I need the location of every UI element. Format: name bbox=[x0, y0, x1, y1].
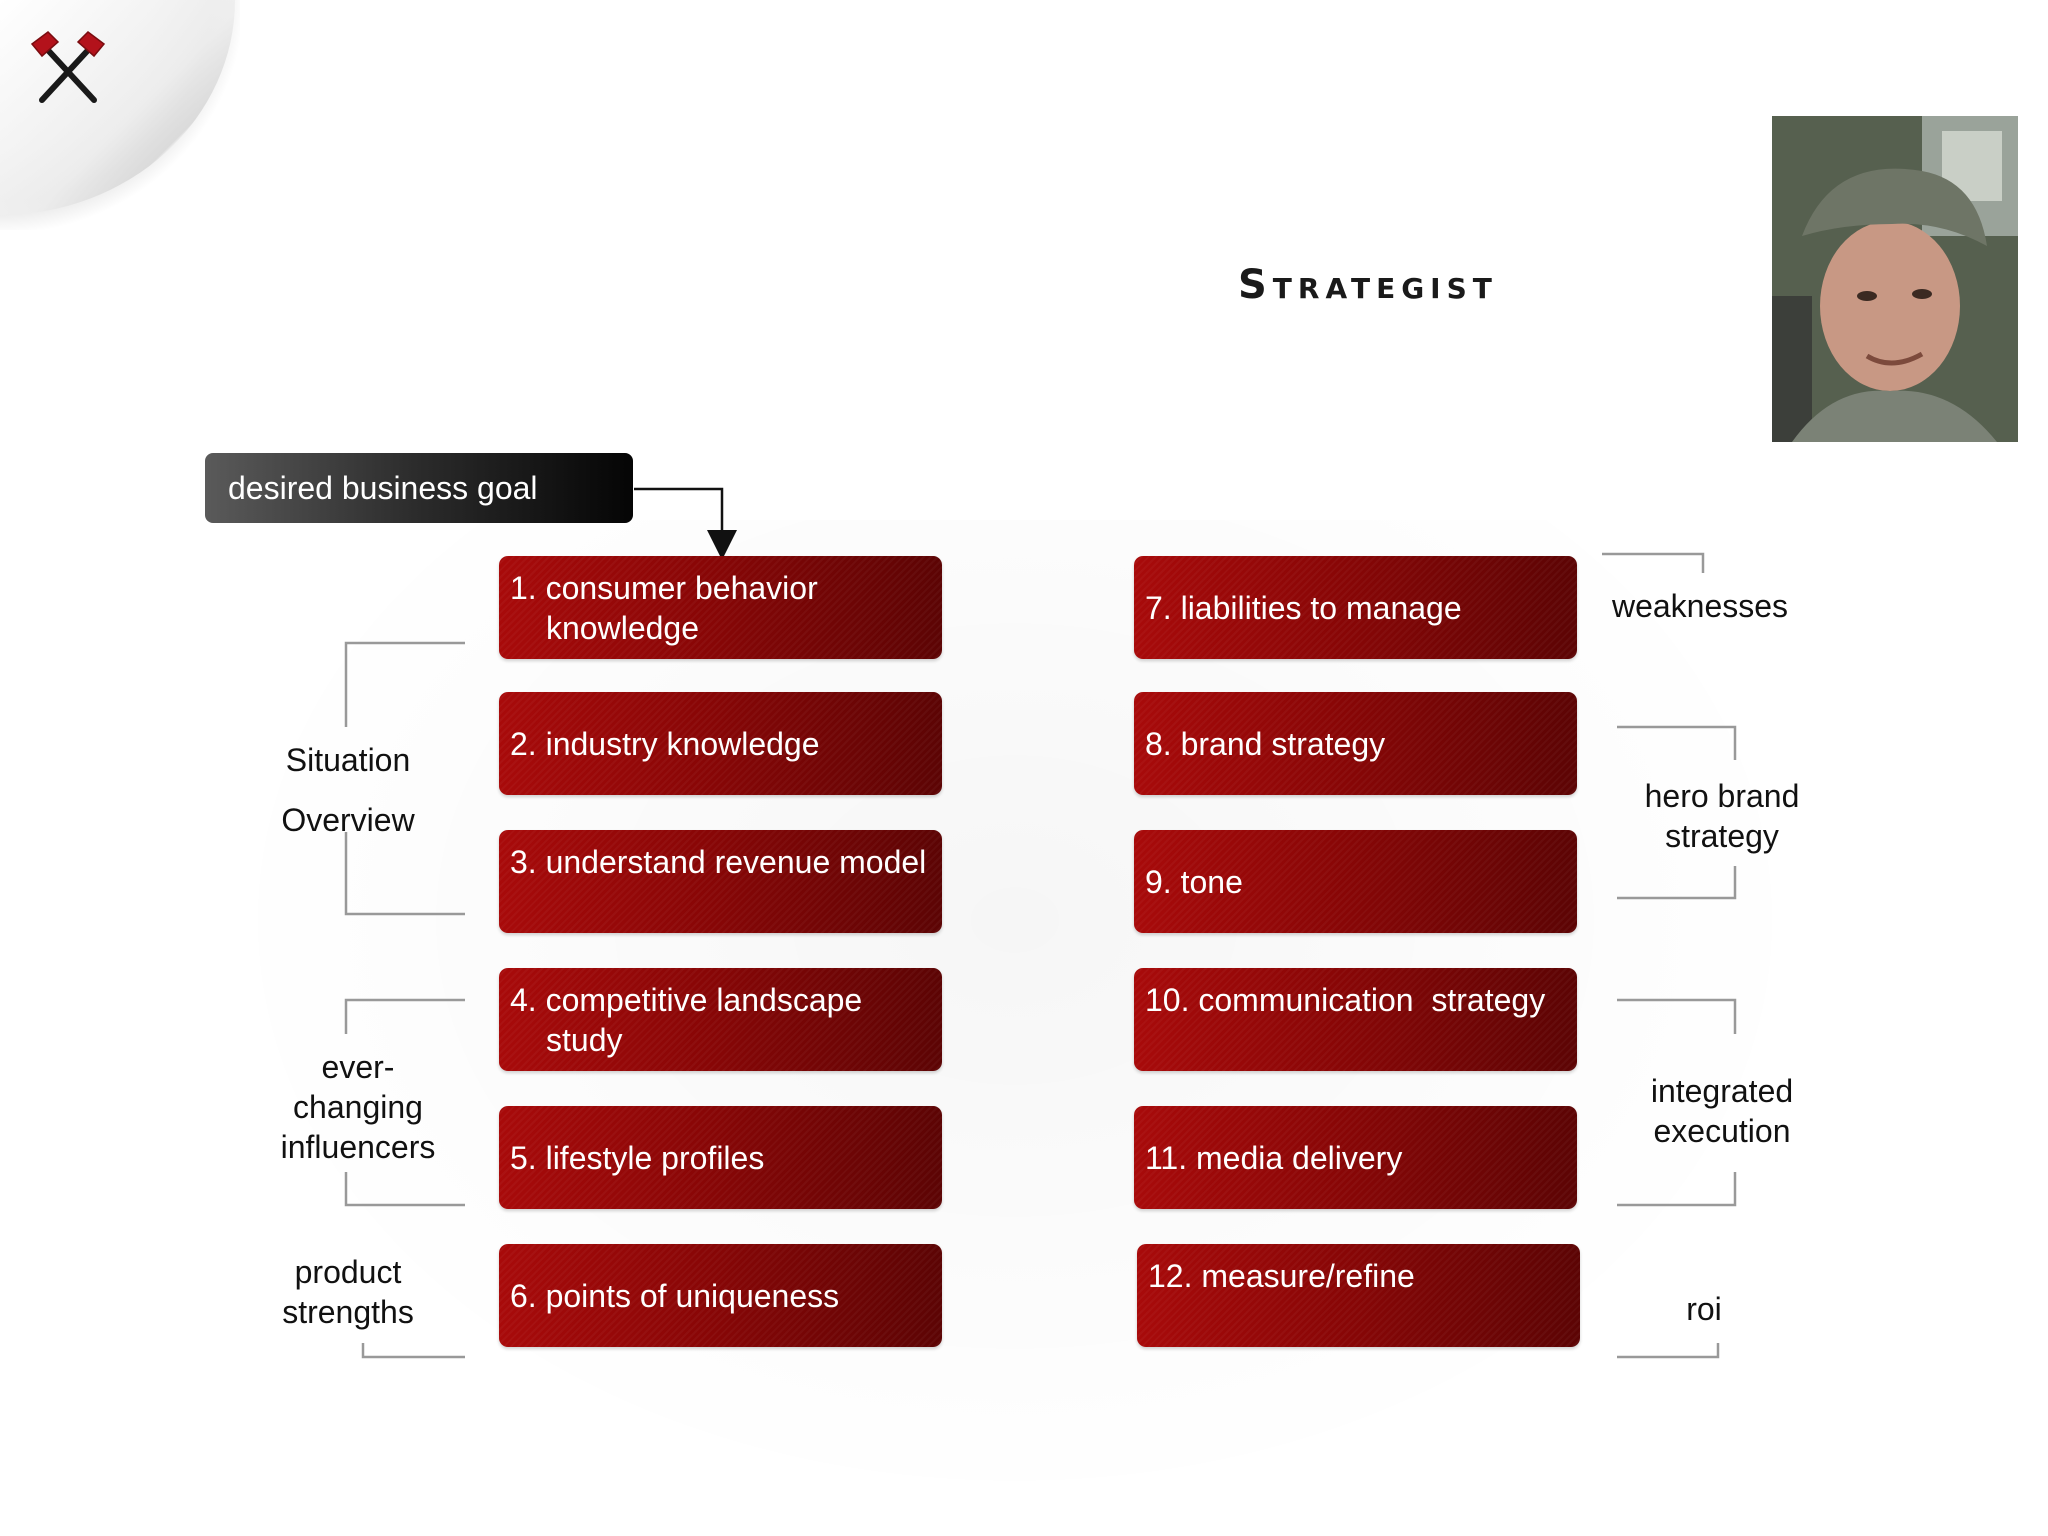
step-9-box: 9. tone bbox=[1134, 830, 1577, 933]
step-11-box: 11. media delivery bbox=[1134, 1106, 1577, 1209]
step-1-label: 1. consumer behavior knowledge bbox=[510, 570, 818, 646]
slide-title: Strategist bbox=[1238, 262, 1498, 308]
influencers-label: ever- changing influencers bbox=[280, 1049, 436, 1165]
step-10-box: 10. communication strategy bbox=[1134, 968, 1577, 1071]
step-3-label: 3. understand revenue model bbox=[510, 844, 927, 880]
step-9-label: 9. tone bbox=[1145, 863, 1243, 900]
step-4-label: 4. competitive landscape study bbox=[510, 982, 863, 1058]
step-12-box: 12. measure/refine bbox=[1137, 1244, 1580, 1347]
step-6-box: 6. points of uniqueness bbox=[499, 1244, 942, 1347]
situation-label-line1: Situation bbox=[285, 742, 411, 778]
roi-label: roi bbox=[1686, 1291, 1722, 1327]
weaknesses-label: weaknesses bbox=[1611, 588, 1789, 624]
situation-label-line2: Overview bbox=[281, 802, 415, 838]
step-8-box: 8. brand strategy bbox=[1134, 692, 1577, 795]
crossed-hammers-icon bbox=[30, 31, 106, 103]
step-1-box: 1. consumer behavior knowledge bbox=[499, 556, 942, 659]
product-strengths-label: product strengths bbox=[282, 1254, 414, 1330]
hero-brand-strategy-label: hero brand strategy bbox=[1644, 778, 1800, 854]
left-brackets bbox=[344, 641, 465, 1359]
desired-business-goal-box: desired business goal bbox=[205, 453, 633, 523]
step-10-label: 10. communication strategy bbox=[1145, 982, 1546, 1018]
step-2-label: 2. industry knowledge bbox=[510, 725, 820, 762]
goal-label: desired business goal bbox=[228, 469, 538, 506]
step-5-box: 5. lifestyle profiles bbox=[499, 1106, 942, 1209]
step-7-label: 7. liabilities to manage bbox=[1145, 589, 1462, 626]
right-brackets bbox=[1602, 552, 1737, 1359]
goal-arrow bbox=[634, 487, 737, 560]
integrated-execution-label: integrated execution bbox=[1650, 1073, 1794, 1149]
step-4-box: 4. competitive landscape study bbox=[499, 968, 942, 1071]
step-6-label: 6. points of uniqueness bbox=[510, 1277, 840, 1314]
step-11-label: 11. media delivery bbox=[1145, 1140, 1403, 1176]
step-8-label: 8. brand strategy bbox=[1145, 725, 1386, 762]
step-12-label: 12. measure/refine bbox=[1148, 1258, 1415, 1294]
step-3-box: 3. understand revenue model bbox=[499, 830, 942, 933]
presenter-photo bbox=[1772, 116, 2018, 442]
presenter-photo-illustration bbox=[1772, 116, 2018, 442]
step-2-box: 2. industry knowledge bbox=[499, 692, 942, 795]
step-7-box: 7. liabilities to manage bbox=[1134, 556, 1577, 659]
step-5-label: 5. lifestyle profiles bbox=[510, 1139, 765, 1176]
